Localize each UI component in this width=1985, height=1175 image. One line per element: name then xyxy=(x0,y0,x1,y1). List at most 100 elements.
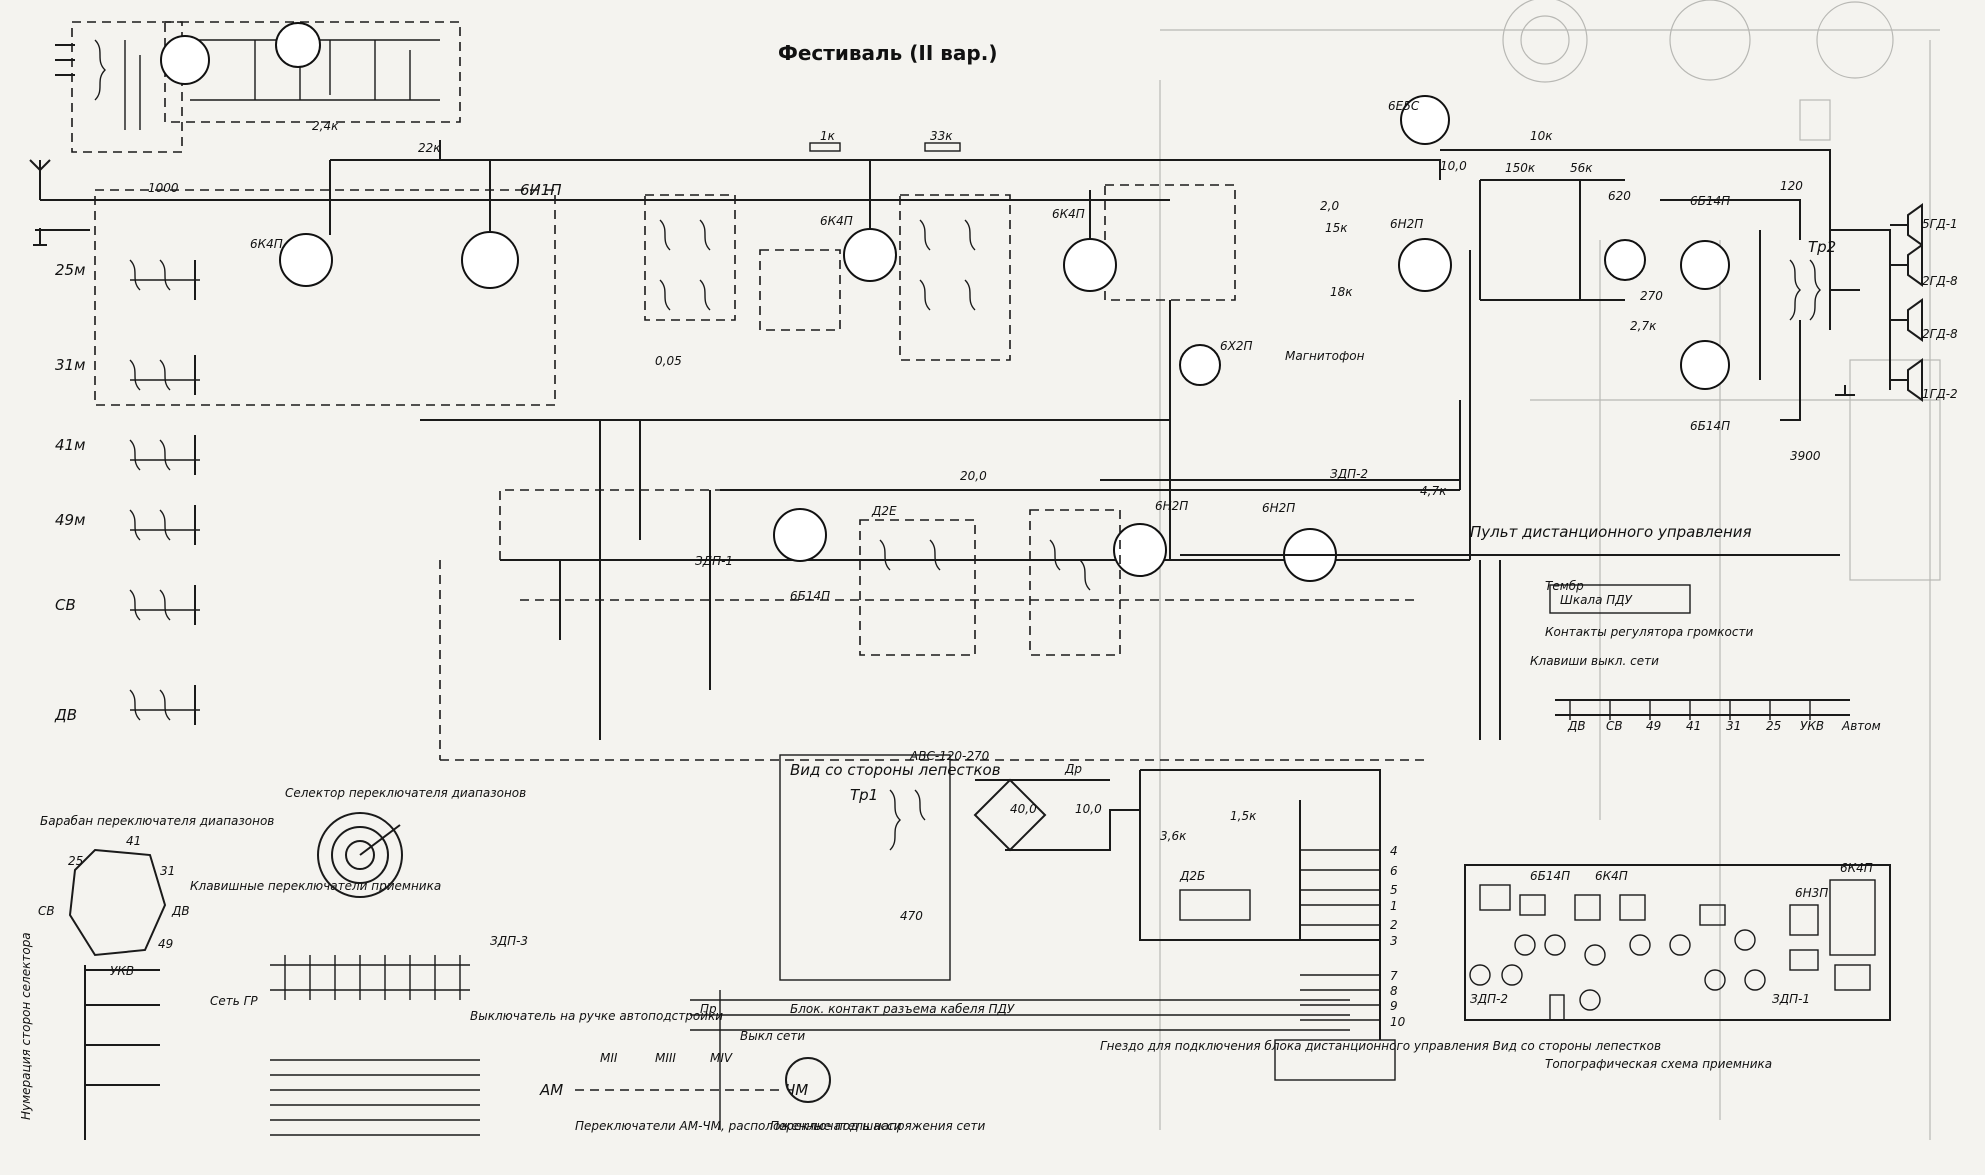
tube-label-6e5s: 6Е5С xyxy=(1388,99,1420,113)
band-button-dv: ДВ xyxy=(1567,719,1586,733)
selector-disk-inner xyxy=(345,840,375,870)
part-r13: 3,6к xyxy=(1160,829,1187,843)
part-r1: 1к xyxy=(820,129,836,143)
band-label-25m: 25м xyxy=(55,261,85,279)
label-network: Сеть ГР xyxy=(210,994,258,1008)
topo-label-zdp2: ЗДП-2 xyxy=(1470,992,1508,1006)
label-m3: МIII xyxy=(655,1051,676,1065)
pin-label: 5 xyxy=(1390,883,1398,897)
drum-band: 31 xyxy=(160,864,175,878)
band-button-sv: СВ xyxy=(1606,719,1623,733)
pin-label: 7 xyxy=(1390,969,1398,983)
tube-6e5s xyxy=(1400,95,1450,145)
topo-label-6b14p: 6Б14П xyxy=(1530,869,1570,883)
pin-label: 2 xyxy=(1390,918,1398,932)
tube-label-6k4p-1: 6К4П xyxy=(250,237,283,251)
part-r5: 10к xyxy=(1530,129,1553,143)
part-c8: 20,0 xyxy=(960,469,987,483)
part-c3: 620 xyxy=(1608,189,1631,203)
band-button-avtom: Автом xyxy=(1841,719,1881,733)
topo-components xyxy=(1469,879,1876,1021)
part-r7: 56к xyxy=(1570,161,1593,175)
part-dr: Др xyxy=(1064,762,1082,776)
tube-6b14p-2 xyxy=(1680,340,1730,390)
power-transformer-box xyxy=(779,754,951,981)
tube-6k4p-rf xyxy=(279,233,333,287)
pin-label: 4 xyxy=(1390,844,1398,858)
band-drum xyxy=(68,848,167,957)
band-label-sv: СВ xyxy=(55,596,76,614)
label-socket: Гнездо для подключения блока дистанционн… xyxy=(1100,1039,1661,1053)
if-transformer-2 xyxy=(899,194,1011,361)
pin-label: 1 xyxy=(1390,899,1398,913)
bleed-through-background xyxy=(1159,0,1941,1140)
label-keys: Клавишные переключатели приемника xyxy=(190,879,441,893)
band-key-bank xyxy=(1555,699,1850,720)
tube-label-6b14p-2: 6Б14П xyxy=(1690,419,1730,433)
selector-disk-mid xyxy=(331,826,389,884)
label-d2e: Д2Е xyxy=(871,504,897,518)
band-button-ukv: УКВ xyxy=(1800,719,1824,733)
band-label-49m: 49м xyxy=(55,511,85,529)
drum-band: 49 xyxy=(158,937,173,951)
band-label-41m: 41м xyxy=(55,436,85,454)
drum-band: СВ xyxy=(38,904,55,918)
part-r11: 18к xyxy=(1330,285,1353,299)
label-auto-handle: Выключатель на ручке автоподстройки xyxy=(470,1009,723,1023)
part-c4: 270 xyxy=(1640,289,1663,303)
part-r8: 120 xyxy=(1780,179,1803,193)
tube-6n2p-2 xyxy=(1113,523,1167,577)
label-m2: МII xyxy=(600,1051,618,1065)
label-remote-scale: Шкала ПДУ xyxy=(1560,593,1633,607)
if-transformer-1 xyxy=(644,194,736,321)
part-c6: 2,0 xyxy=(1320,199,1339,213)
label-switch-mains: Переключатель напряжения сети xyxy=(770,1119,986,1133)
label-remote-panel: Пульт дистанционного управления xyxy=(1470,523,1752,541)
tube-6k4p-if1 xyxy=(843,228,897,282)
band-button-41: 41 xyxy=(1686,719,1701,733)
speaker-label-3: 2ГД-8 xyxy=(1922,327,1958,341)
label-m4: МIV xyxy=(710,1051,733,1065)
tube-label-6x2p: 6Х2П xyxy=(1220,339,1253,353)
part-c7: 0,05 xyxy=(655,354,682,368)
drum-band: 25 xyxy=(68,854,83,868)
part-c1: 1000 xyxy=(148,181,179,195)
label-rectifier: АВС-120-270 xyxy=(909,749,990,763)
label-mains-off: Выкл сети xyxy=(740,1029,805,1043)
part-c9: 40,0 xyxy=(1010,802,1037,816)
topo-label-6k4p-b: 6К4П xyxy=(1840,861,1873,875)
label-zdp1: ЗДП-1 xyxy=(695,554,733,568)
pin-label: 9 xyxy=(1390,999,1398,1013)
diagram-title: Фестиваль (II вар.) xyxy=(778,41,997,65)
label-zdp2: ЗДП-2 xyxy=(1330,467,1368,481)
pin-label: 3 xyxy=(1390,934,1398,948)
label-view-side: Вид со стороны лепестков xyxy=(790,761,1001,779)
part-tr2: Тр2 xyxy=(1808,238,1836,256)
part-pr: Пр xyxy=(700,1002,717,1016)
tube-6x2p xyxy=(1179,344,1221,386)
topo-label-zdp1: ЗДП-1 xyxy=(1772,992,1810,1006)
tube-6i3p xyxy=(275,22,321,68)
topo-chassis xyxy=(1464,864,1891,1021)
label-topo: Топографическая схема приемника xyxy=(1545,1057,1772,1071)
speaker-label-1: 5ГД-1 xyxy=(1922,217,1958,231)
pin-label: 8 xyxy=(1390,984,1398,998)
label-keys-off: Клавиши выкл. сети xyxy=(1530,654,1659,668)
tube-label-6n2p-1: 6Н2П xyxy=(1390,217,1423,231)
connector-pins-right: 4 6 5 1 2 3 7 8 9 10 xyxy=(1390,844,1406,1029)
tube-6k4p-if2 xyxy=(1063,238,1117,292)
label-tone: Тембр xyxy=(1545,579,1584,593)
tube-6b14p-1 xyxy=(1680,240,1730,290)
part-zdp3: ЗДП-3 xyxy=(490,934,528,948)
label-drum: Барабан переключателя диапазонов xyxy=(40,814,274,828)
part-d2b: Д2Б xyxy=(1179,869,1205,883)
rf-bandswitch-block xyxy=(94,189,556,406)
topo-label-6n3p: 6Н3П xyxy=(1795,886,1828,900)
label-selector: Селектор переключателя диапазонов xyxy=(285,786,526,800)
label-switch-am-fm: Переключатели АМ-ЧМ, расположенные под ш… xyxy=(575,1119,902,1133)
label-magnitofon: Магнитофон xyxy=(1285,349,1365,363)
part-r9: 2,7к xyxy=(1630,319,1657,333)
mains-voltage-switch[interactable] xyxy=(785,1057,831,1103)
